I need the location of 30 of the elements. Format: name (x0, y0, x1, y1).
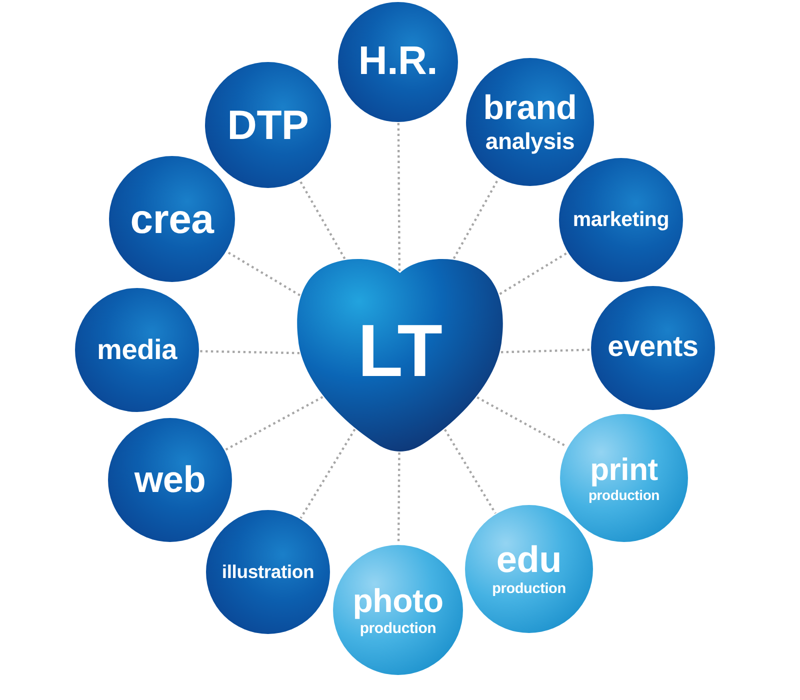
node-label: print (590, 452, 658, 486)
dotted-connector (200, 350, 300, 354)
node-label: media (97, 334, 177, 366)
dotted-connector (226, 250, 301, 296)
heart-shape (297, 258, 503, 452)
dotted-connector (397, 123, 401, 271)
dotted-connector (397, 452, 400, 544)
node-sublabel: production (360, 620, 436, 637)
dotted-connector (499, 252, 568, 295)
dotted-connector (476, 396, 568, 448)
dotted-connector (300, 428, 356, 519)
dotted-connector (452, 178, 500, 260)
node-label: illustration (222, 562, 314, 582)
node-sublabel: analysis (485, 128, 575, 154)
node-label: edu (496, 540, 562, 580)
node-label: H.R. (358, 40, 438, 84)
node-label: web (134, 460, 206, 500)
node-label: crea (130, 196, 214, 242)
dotted-connector (500, 348, 590, 354)
dotted-connector (298, 180, 346, 260)
node-sublabel: production (588, 488, 660, 504)
node-label: photo (352, 583, 444, 619)
node-sublabel: production (492, 582, 566, 598)
dotted-connector (224, 396, 324, 451)
dotted-connector (444, 428, 496, 514)
node-label: events (608, 332, 698, 364)
node-label: marketing (572, 208, 670, 232)
node-label: brand (483, 90, 577, 127)
heart-label: LT (358, 311, 442, 391)
node-label: DTP (227, 102, 309, 148)
